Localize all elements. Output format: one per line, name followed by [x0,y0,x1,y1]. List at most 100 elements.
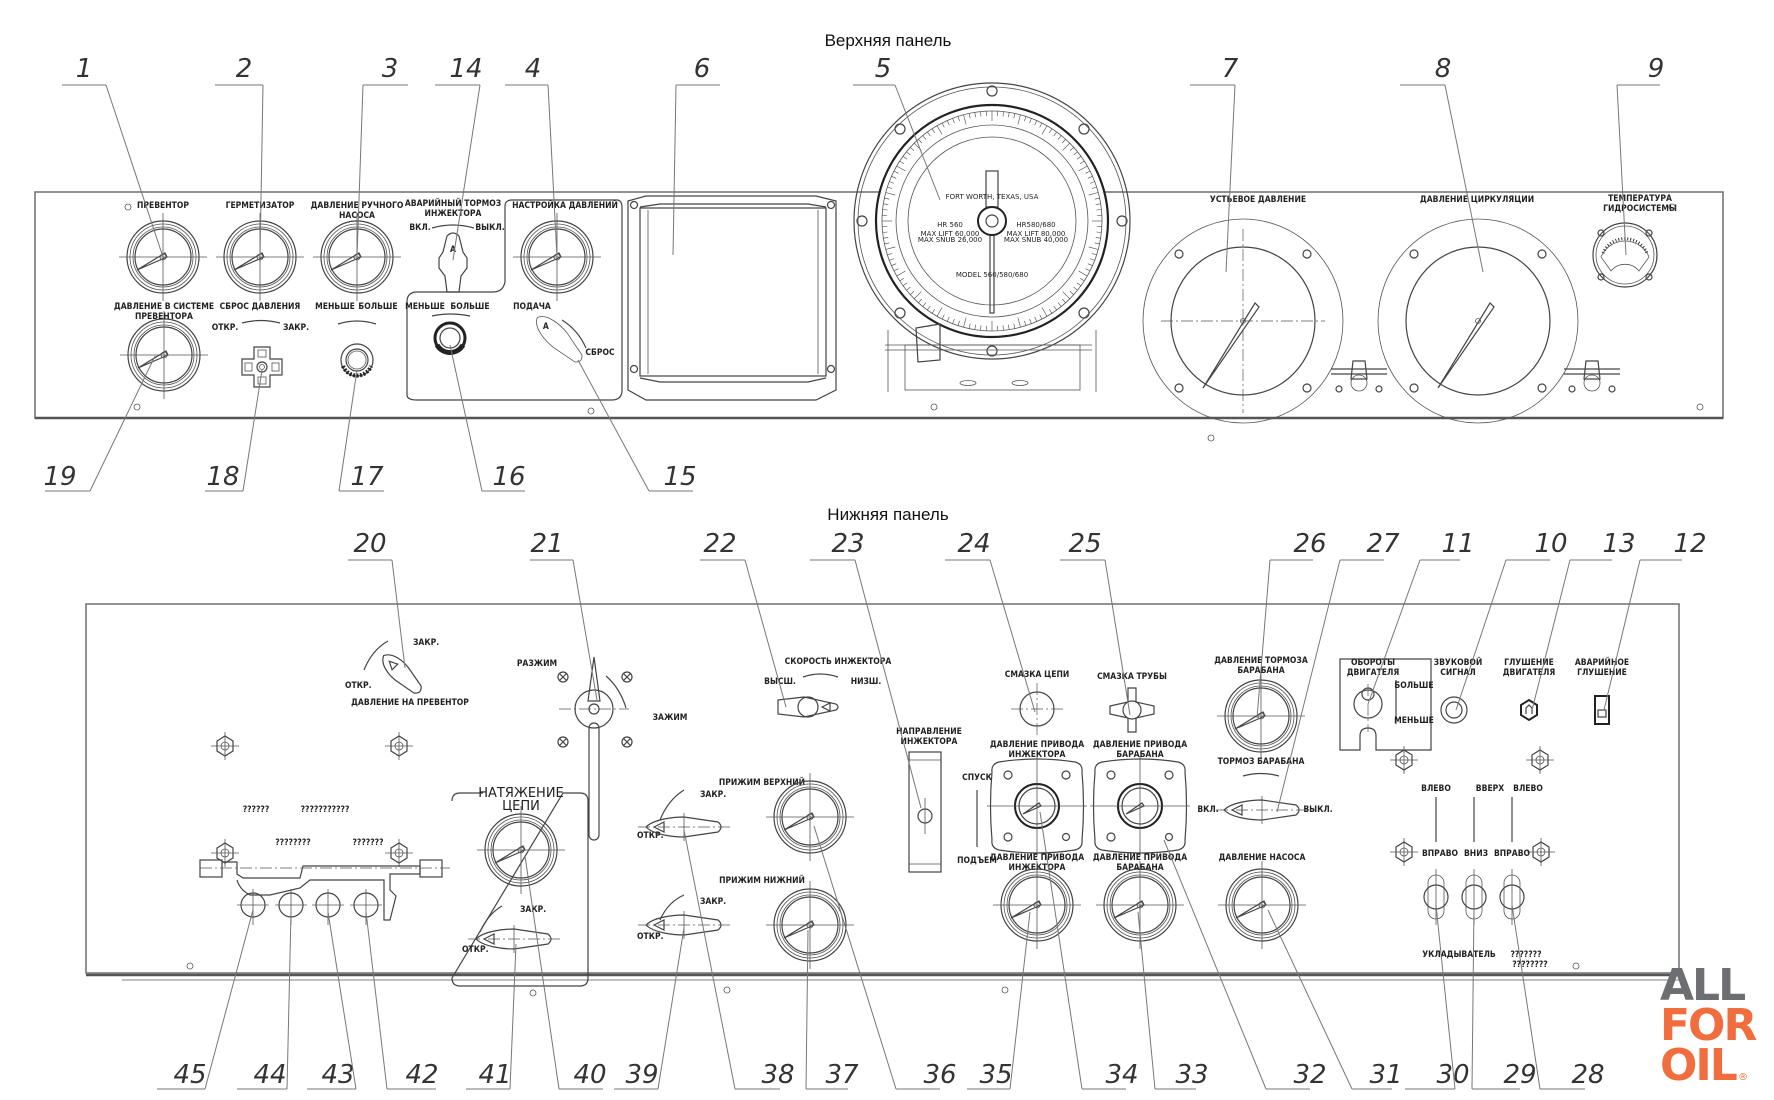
emergency-stop-label-2: ГЛУШЕНИЕ [1577,668,1627,678]
injector-speed-selector[interactable] [777,696,839,718]
svg-text:A: A [450,245,456,255]
dial-tick [906,286,911,291]
unclamp-label: РАЗЖИМ [517,659,557,669]
dial-tick [1041,125,1048,135]
chain-lube-button[interactable] [1011,683,1063,735]
injector-drive-gauge-label-1: ДАВЛЕНИЕ ПРИВОДА [990,853,1084,863]
wellhead-pressure-label: УСТЬЕВОЕ ДАВЛЕНИЕ [1210,195,1306,205]
injector-emergency-brake-switch[interactable]: A [438,232,468,293]
lower-panel-title: Нижняя панель [827,505,949,524]
dial-tick [1085,170,1091,174]
pressure-adjust-knob[interactable] [433,321,467,356]
injector-brake-label-1: АВАРИЙНЫЙ ТОРМОЗ [405,197,501,209]
preventor-pressure-label: ДАВЛЕНИЕ НА ПРЕВЕНТОР [351,698,469,708]
callout-7: 7 [1222,54,1239,84]
dial-tick [913,291,922,300]
callout-15: 15 [663,462,696,492]
dial-tick [1089,258,1095,261]
horn-button[interactable] [1440,696,1468,724]
callout-leader-3 [356,84,408,258]
manifold-valve-45[interactable] [237,889,269,925]
dial-tick [1039,314,1043,320]
engine-rpm-control[interactable] [1353,684,1383,732]
dial-tick [974,112,976,118]
clamp-lever[interactable] [559,656,629,841]
callout-leader-11 [1367,559,1460,705]
dial-tick [1069,147,1074,151]
callout-leader-23 [810,559,922,809]
callout-leader-28 [1511,904,1585,1090]
callout-leader-44 [237,911,292,1090]
dial-tick [1053,305,1057,311]
model-label: MODEL 560/580/680 [956,271,1028,279]
pipe-lube-valve[interactable] [1109,687,1155,733]
engine-stop-button[interactable] [1520,698,1538,722]
manifold-valve-43[interactable] [312,889,344,925]
rpm-more-label: БОЛЬШЕ [1394,681,1433,691]
callout-32: 32 [1293,1060,1326,1090]
pipe-lube-label: СМАЗКА ТРУБЫ [1097,672,1167,682]
callout-42: 42 [405,1060,438,1090]
logo-for: FOR [1660,1000,1756,1051]
emergency-stop-switch[interactable] [1594,695,1610,725]
callout-leader-29 [1471,904,1520,1090]
weight-maker: FORT WORTH, TEXAS, USA [946,193,1039,201]
drum-brake-pressure-label-1: ДАВЛЕНИЕ ТОРМОЗА [1214,656,1308,666]
callout-leader-14 [435,84,481,261]
sealer-label: ГЕРМЕТИЗАТОР [226,201,295,211]
dial-tick [882,231,888,233]
dial-tick [918,298,922,303]
pressure-release-valve[interactable] [241,346,283,388]
engine-stop-label-2: ДВИГАТЕЛЯ [1503,668,1556,678]
dial-tick [1034,120,1037,126]
dial-tick [891,176,897,179]
feed-reset-lever[interactable]: A [530,310,588,368]
callout-9: 9 [1648,54,1665,84]
feed-label: ПОДАЧА [513,302,551,312]
direction-up-label: ПОДЪЕМ [957,856,997,866]
drum-brake-on-label: ВКЛ. [1197,805,1218,815]
dial-tick [887,186,893,189]
dial-tick [1087,176,1093,179]
callout-22: 22 [703,529,736,559]
hand-pump-knob[interactable] [340,343,374,378]
callout-leader-35 [967,911,1031,1090]
spooler-joystick-3[interactable] [1499,869,1525,925]
horn-label-2: СИГНАЛ [1440,668,1476,678]
release-close-label: ЗАКР. [283,323,309,333]
callout-leader-24 [945,559,1036,713]
chain-tension-open-label: ОТКР. [462,945,489,955]
dial-tick [882,209,888,211]
callout-leader-19 [45,355,156,492]
dial-tick [922,302,927,307]
svg-text:A: A [543,322,549,332]
callout-35: 35 [979,1060,1012,1090]
callout-leader-20 [348,559,406,669]
injector-drive-label-1: ДАВЛЕНИЕ ПРИВОДА [990,740,1084,750]
dial-tick [889,258,895,261]
callout-leader-18 [205,369,263,492]
pump-pressure-label: ДАВЛЕНИЕ НАСОСА [1219,853,1306,863]
injector-direction-control[interactable] [908,751,942,873]
callout-leader-12 [1603,559,1682,711]
dial-tick [1029,318,1032,324]
callout-14: 14 [449,54,482,84]
lower-panel: ЗАКР. ОТКР. ДАВЛЕНИЕ НА ПРЕВЕНТОР РАЗЖИМ… [85,603,1680,997]
unknown-label-a: ?????? [243,805,270,815]
temp-label-1: ТЕМПЕРАТУРА [1608,194,1672,204]
hand-pump-less-label: МЕНЬШЕ [315,302,355,312]
dial-tick [891,263,897,266]
dial-tick [1053,131,1057,137]
horn-label-1: ЗВУКОВОЙ [1434,656,1483,668]
preventor-pressure-valve[interactable] [377,649,426,698]
callout-leader-17 [338,369,384,492]
dial-tick [1091,253,1097,256]
engine-rpm-label-2: ДВИГАТЕЛЯ [1347,668,1400,678]
callout-leader-39 [614,927,685,1090]
dial-tick [1008,324,1010,330]
emergency-stop-label-1: АВАРИЙНОЕ [1575,656,1629,668]
manifold-valve-42[interactable] [350,889,382,925]
unknown-label-b: ??????????? [301,805,350,815]
dial-tick [1078,165,1088,172]
clamp-label: ЗАЖИМ [653,713,688,723]
